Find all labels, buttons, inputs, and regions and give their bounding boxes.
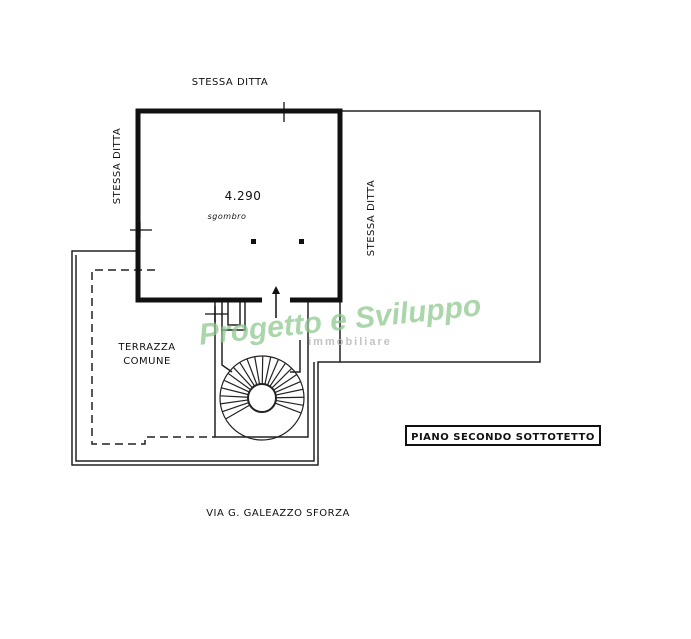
neighbor-label-right: STESSA DITTA [366,180,377,256]
stair-step [266,359,279,386]
section-marks [130,102,292,322]
room-height-label: 4.290 [225,189,262,203]
neighbor-label-top: STESSA DITTA [192,77,268,88]
stair-step [264,356,272,385]
stair-step [239,362,256,387]
terrace-outline [71,250,340,466]
attic-room-walls [135,108,343,303]
spiral-staircase [219,355,305,441]
terrace-label-2: COMUNE [123,356,171,367]
room-use-label: sgombro [208,212,247,221]
stair-step [220,399,249,405]
stair-step [246,358,258,386]
column-marker [251,239,256,244]
stair-step [225,404,251,420]
neighbor-label-left: STESSA DITTA [112,128,123,204]
watermark-sub: immobiliare [308,336,392,348]
floor-title: PIANO SECONDO SOTTOTETTO [411,432,595,443]
stair-enclosure [214,300,309,438]
column-marker [299,239,304,244]
stair-step [222,401,249,413]
terrace-dashed-boundary [91,269,215,445]
stair-step [221,387,249,396]
stair-step [275,399,304,406]
stair-step [275,388,304,396]
floor-title-box [405,425,601,446]
stair-step [269,362,286,387]
stair-step [223,379,250,393]
stair-step [220,395,249,398]
stair-step [227,372,252,391]
arrow-head-icon [272,286,280,294]
stair-step [273,374,298,391]
stair-step [274,402,302,414]
terrace-label-1: TERRAZZA [117,342,175,353]
stair-step [232,366,253,389]
street-label: VIA G. GALEAZZO SFORZA [206,508,350,519]
stair-step [271,367,293,389]
stair-step [274,381,301,394]
stair-step [254,356,261,385]
